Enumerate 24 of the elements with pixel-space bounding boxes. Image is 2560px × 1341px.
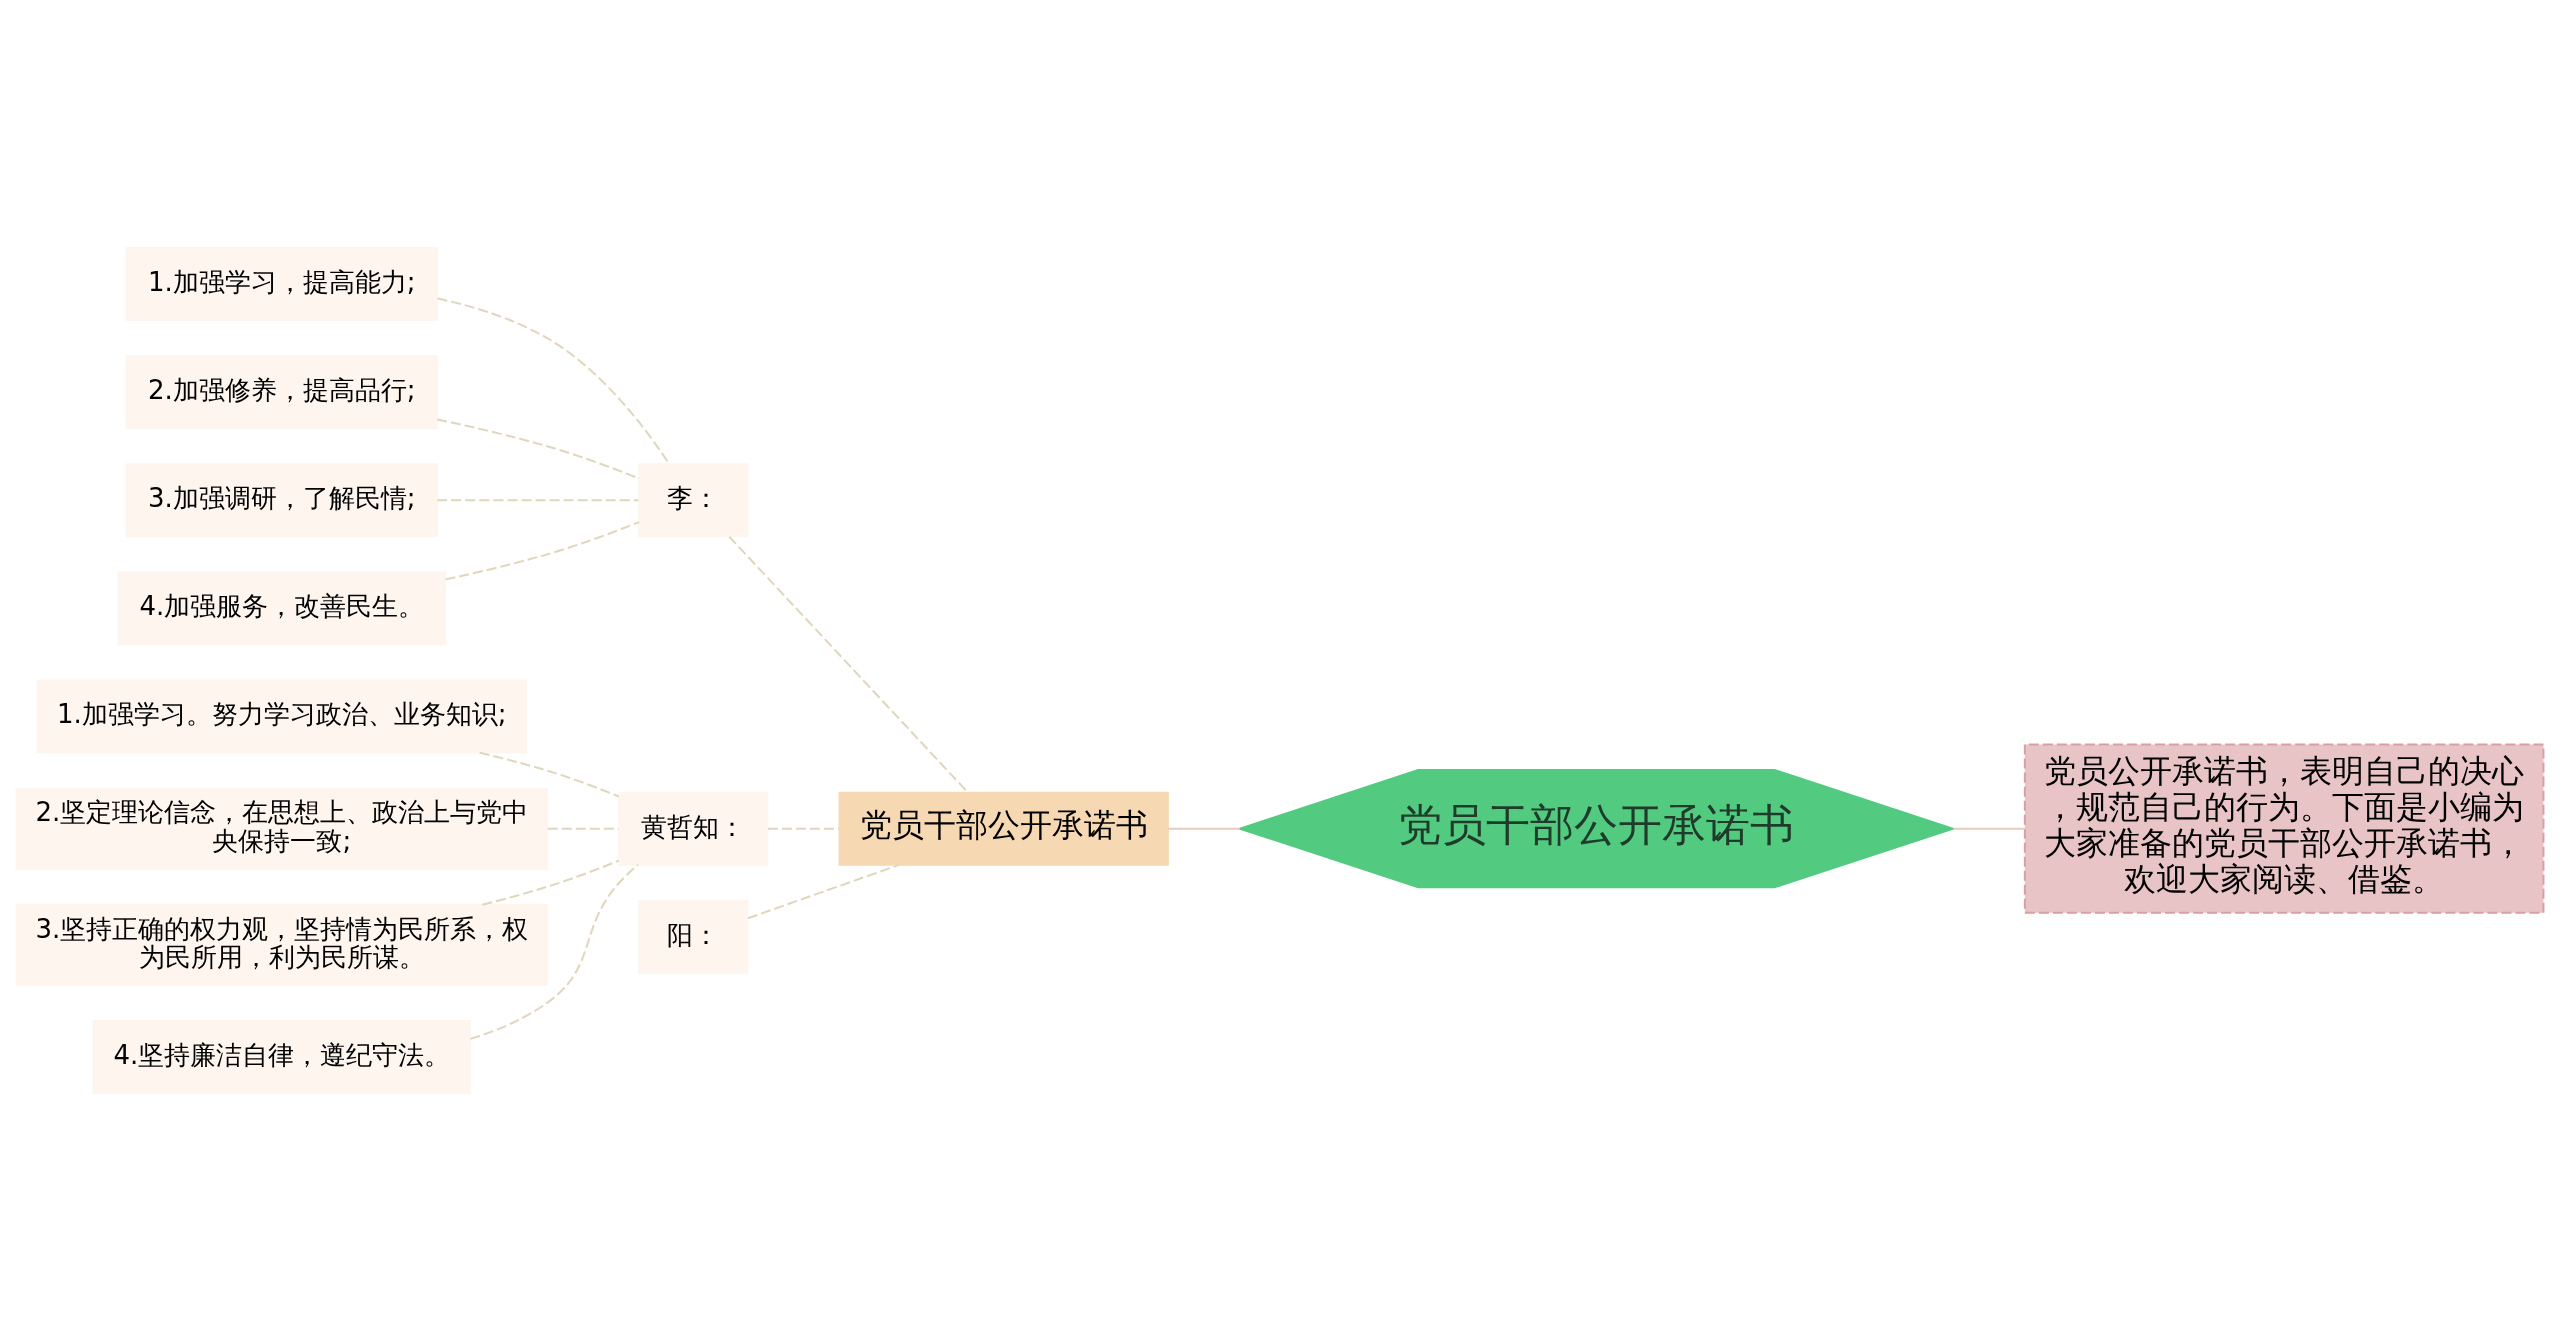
node-box: 2.加强修养，提高品行; <box>125 355 439 430</box>
node-box: 1.加强学习。努力学习政治、业务知识; <box>36 679 528 754</box>
connector <box>481 859 620 906</box>
connector <box>444 521 641 581</box>
node-box: 1.加强学习，提高能力; <box>125 247 439 322</box>
node-box: 3.坚持正确的权力观，坚持情为民所系，权为民所用，利为民所谋。 <box>15 903 549 986</box>
connector <box>1167 827 1241 830</box>
node-box: 3.加强调研，了解民情; <box>125 463 439 538</box>
connector <box>478 751 620 798</box>
connector <box>469 863 640 1040</box>
node-box: 李： <box>638 463 749 538</box>
connector <box>436 297 671 465</box>
node-box: 2.坚定理论信念，在思想上、政治上与党中央保持一致; <box>15 787 549 870</box>
connector <box>747 863 900 920</box>
node-box: 党员干部公开承诺书 <box>838 791 1169 866</box>
connector <box>766 827 840 830</box>
node-box: 阳： <box>638 899 749 974</box>
node-box: 黄哲知： <box>618 791 769 866</box>
node-box: 4.加强服务，改善民生。 <box>117 571 447 646</box>
connector <box>1952 827 2026 830</box>
node-box: 党员公开承诺书，表明自己的决心，规范自己的行为。下面是小编为大家准备的党员干部公开承诺书，欢迎大家阅读、借鉴。 <box>2023 743 2545 914</box>
connector <box>436 499 640 502</box>
node-box: 4.坚持廉洁自律，遵纪守法。 <box>92 1019 472 1094</box>
connector <box>546 827 620 830</box>
